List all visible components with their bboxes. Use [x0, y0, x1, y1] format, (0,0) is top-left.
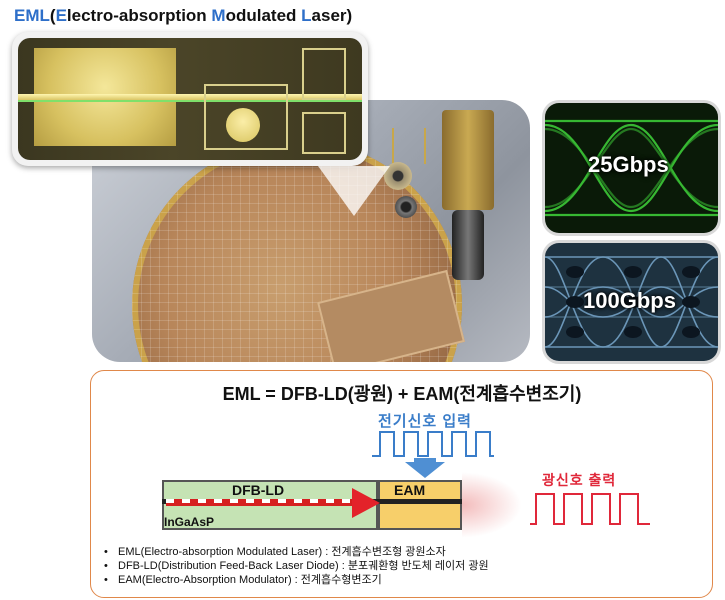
- eye-pattern-100g: [545, 256, 718, 348]
- input-arrow-icon: [405, 462, 445, 478]
- ridge-waveguide: [18, 94, 362, 102]
- note-eam: EAM(Electro-Absorption Modulator) : 전계흡수…: [104, 573, 489, 587]
- eam-section: [378, 480, 462, 530]
- title-paren: (: [49, 6, 56, 25]
- eye-label-100g: 100Gbps: [583, 288, 676, 313]
- callout-pointer: [318, 166, 390, 216]
- dfb-ld-label: DFB-LD: [232, 482, 285, 498]
- to-can-pins: [392, 128, 426, 164]
- laser-light-path: [166, 503, 356, 506]
- title-aser: aser): [311, 6, 353, 25]
- eml-equation: EML = DFB-LD(광원) + EAM(전계흡수변조기): [222, 384, 582, 404]
- to-can-lens: [395, 196, 417, 218]
- light-arrow-icon: [352, 488, 380, 518]
- alignment-mark-top: [302, 48, 346, 100]
- figure-title: EML(Electro-absorption Modulated Laser): [14, 6, 352, 26]
- chip-micrograph: [18, 38, 362, 160]
- butterfly-module: [442, 110, 494, 210]
- optical-path: [18, 100, 362, 102]
- eye-diagram-25g: [545, 103, 718, 233]
- eye-pattern-25g: [545, 119, 718, 217]
- optical-output-waveform: [530, 493, 650, 525]
- note-eml: EML(Electro-absorption Modulated Laser) …: [104, 545, 489, 559]
- title-l: L: [301, 6, 312, 25]
- title-lectro: lectro-absorption: [66, 6, 212, 25]
- input-arrow-stem: [414, 458, 436, 464]
- title-odulated: odulated: [225, 6, 302, 25]
- eam-bond-pad: [226, 108, 260, 142]
- eam-section-outline: [204, 84, 288, 150]
- note-dfb-ld: DFB-LD(Distribution Feed-Back Laser Diod…: [104, 559, 489, 573]
- title-eml: EML: [14, 6, 50, 25]
- dfb-grating: [166, 499, 366, 504]
- module-connector: [452, 210, 484, 280]
- output-glow: [462, 472, 522, 538]
- alignment-mark-bottom: [302, 112, 346, 154]
- definition-list: EML(Electro-absorption Modulated Laser) …: [104, 545, 489, 587]
- material-label: InGaAsP: [164, 515, 215, 529]
- eye-label-25g: 25Gbps: [588, 152, 669, 177]
- title-m: M: [211, 6, 226, 25]
- eam-label: EAM: [394, 482, 426, 498]
- eye-diagram-100g: [545, 243, 718, 361]
- title-e: E: [55, 6, 67, 25]
- device-photo: [92, 100, 530, 362]
- optical-output-label: 광신호 출력: [542, 472, 617, 488]
- electrical-input-label: 전기신호 입력: [378, 413, 472, 430]
- electrical-input-waveform: [372, 431, 494, 457]
